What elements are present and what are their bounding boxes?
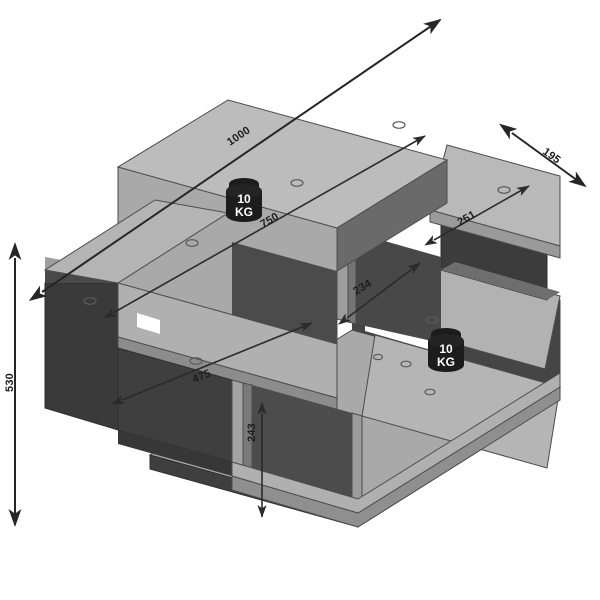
badge-lower-unit: KG [437, 355, 455, 369]
hole-lower-2 [372, 353, 384, 361]
lower-left-shelf-width-arrow [111, 322, 313, 405]
left-bottom-board [118, 430, 232, 476]
upper-right-cube-floor [441, 262, 560, 300]
badge-upper-body [226, 191, 262, 222]
badge-lower-body [428, 341, 464, 372]
hole-lower-3 [400, 360, 412, 368]
left-bottom-board-edge [118, 430, 232, 476]
badge-upper-weight: 10 [237, 192, 251, 206]
lower-middle-cavity [252, 385, 352, 500]
load-capacity-badge-lower: 10 KG [428, 328, 464, 372]
compartment-height-label: 243 [246, 423, 258, 442]
hole-lower-1 [425, 316, 439, 324]
badge-upper-unit: KG [235, 205, 253, 219]
middle-compartment-width-arrow [338, 262, 421, 325]
upper-right-shelf-width-arrow [424, 185, 530, 246]
left-end-panel-face [44, 282, 119, 431]
overall-depth-arrow [499, 123, 587, 188]
upper-left-shelf-width-arrow [103, 135, 426, 319]
overall-height-label: 530 [4, 373, 16, 392]
badge-upper-top-face [226, 184, 262, 198]
hole-lower-4 [424, 388, 436, 396]
left-end-panel [44, 270, 119, 431]
base-board-top [231, 372, 561, 514]
badge-lower-top-face [428, 334, 464, 348]
dimension-overall-height: 530 [4, 242, 22, 527]
load-capacity-badge-upper: 10 KG [226, 178, 262, 222]
dimension-compartment-height: 243 [246, 401, 267, 518]
badge-lower-weight: 10 [439, 342, 453, 356]
base-board [231, 372, 561, 528]
